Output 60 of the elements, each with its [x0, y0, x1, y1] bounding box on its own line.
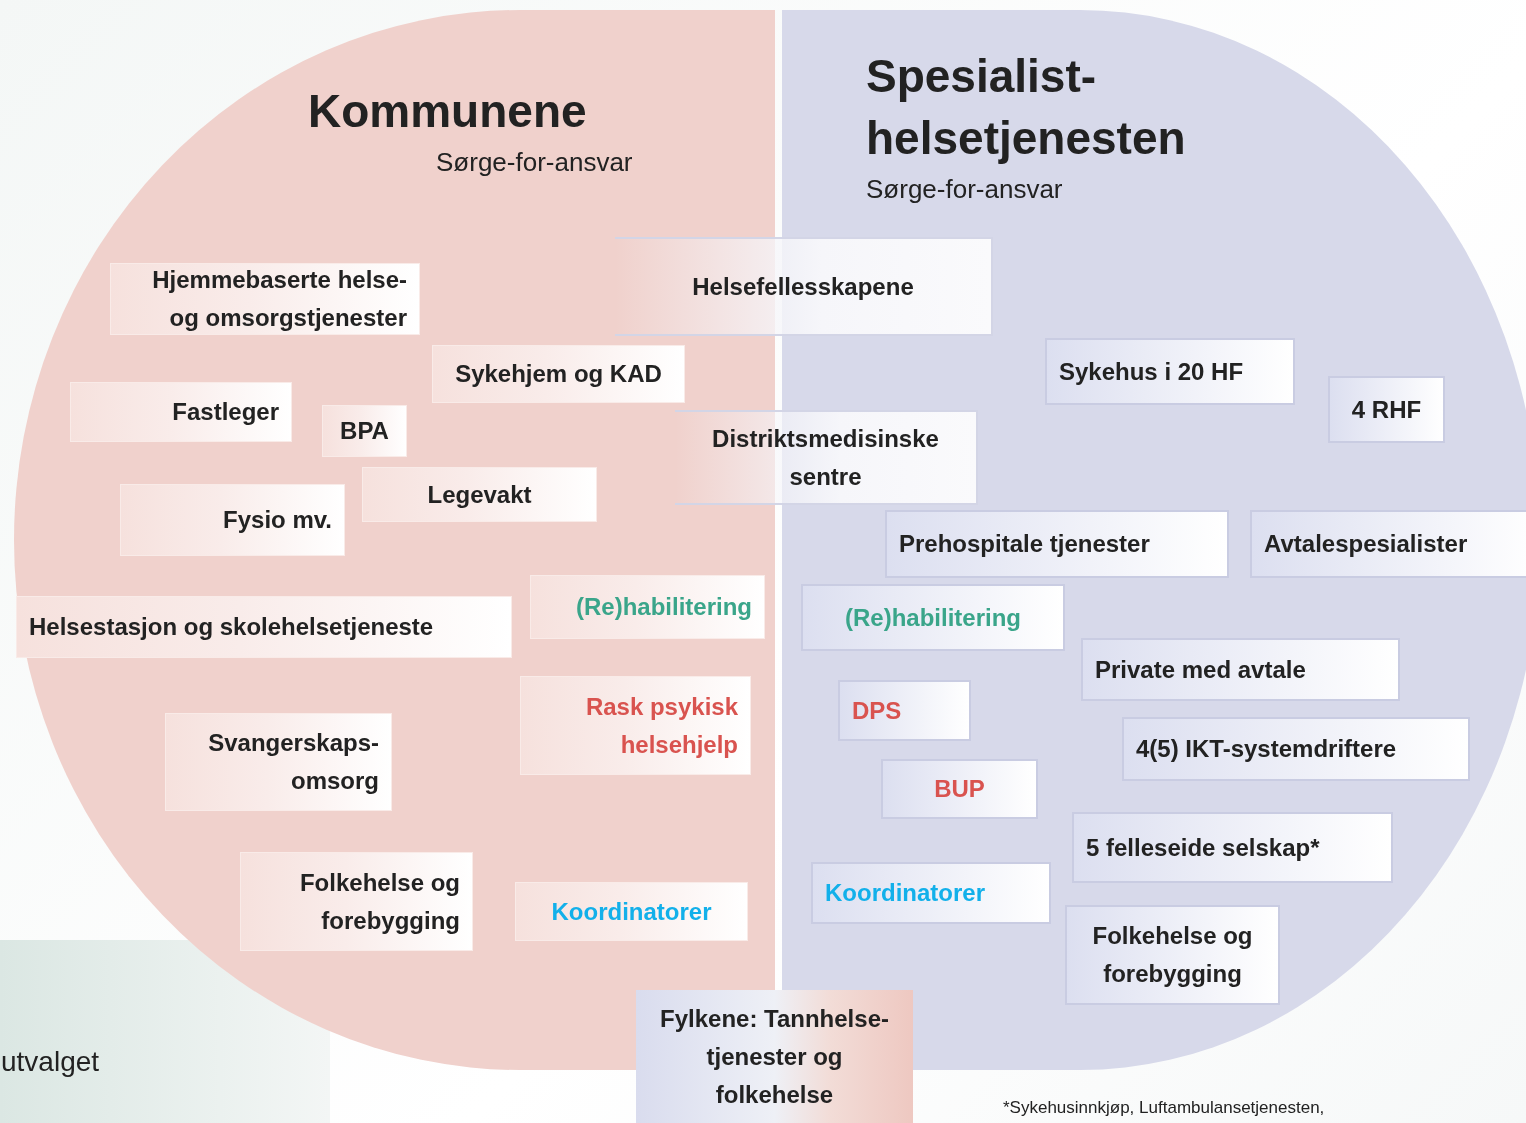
box-label: Folkehelse og forebygging [1091, 921, 1254, 989]
region-heading: Spesialist- helsetjenesten [866, 49, 1187, 166]
box-label: Helsestasjon og skolehelsetjeneste [29, 612, 434, 642]
box-label: 4(5) IKT-systemdriftere [1136, 734, 1397, 764]
service-box [1328, 376, 1445, 443]
box-label: Svangerskaps- omsorg [207, 728, 379, 796]
service-box [110, 263, 420, 335]
box-label: Fastleger [172, 397, 279, 427]
service-box [240, 852, 473, 951]
box-label: Fylkene: Tannhelse- tjenester og folkehelse [659, 1003, 890, 1110]
box-label: Sykehjem og KAD [455, 359, 662, 389]
service-box [515, 882, 748, 941]
box-label: (Re)habilitering [576, 592, 752, 622]
box-label: Distriktsmedisinske sentre [711, 423, 940, 492]
box-label: Rask psykisk helsehjelp [584, 691, 738, 760]
box-label: 4 RHF [1351, 394, 1422, 425]
box-label: Helsefellesskapene [692, 271, 914, 302]
service-box [885, 510, 1229, 578]
service-box [120, 484, 345, 556]
box-label: Prehospitale tjenester [899, 529, 1150, 559]
box-label: (Re)habilitering [845, 602, 1021, 633]
box-label: 5 felleseide selskap* [1086, 832, 1320, 863]
service-box [1122, 717, 1470, 781]
service-box [838, 680, 971, 741]
service-box [675, 410, 978, 505]
box-label: DPS [852, 695, 902, 726]
region-subtitle: Sørge-for-ansvar [866, 173, 1064, 206]
footnote: *Sykehusinnkjøp, Luftambulansetjenesten, [1003, 1098, 1326, 1118]
box-label: Fysio mv. [223, 505, 332, 535]
service-box [1250, 510, 1526, 578]
box-label: Avtalespesialister [1264, 529, 1468, 559]
region-heading: Kommunene [308, 84, 588, 139]
service-box [432, 345, 685, 403]
box-label: Hjemmebaserte helse- og omsorgstjenester [151, 265, 407, 333]
box-label: Koordinatorer [551, 896, 712, 927]
service-box [362, 467, 597, 522]
region-subtitle: Sørge-for-ansvar [436, 146, 634, 179]
box-label: Sykehus i 20 HF [1059, 356, 1244, 387]
box-label: Private med avtale [1095, 654, 1306, 685]
service-box [636, 990, 913, 1123]
service-box [70, 382, 292, 442]
box-label: BUP [934, 774, 985, 804]
service-box [165, 713, 392, 811]
side-text: utvalget [1, 1046, 101, 1078]
box-label: Legevakt [427, 479, 532, 510]
service-box [1045, 338, 1295, 405]
service-box [801, 584, 1065, 651]
service-box [811, 862, 1051, 924]
box-label: Koordinatorer [825, 878, 985, 908]
service-box [530, 575, 765, 639]
service-box [1081, 638, 1400, 701]
service-box [16, 596, 512, 658]
box-label: Folkehelse og forebygging [298, 867, 460, 936]
service-box [881, 759, 1038, 819]
box-label: BPA [340, 416, 389, 446]
service-box [520, 676, 751, 775]
service-box [322, 405, 407, 457]
service-box [1072, 812, 1393, 883]
service-box [1065, 905, 1280, 1005]
service-box [615, 237, 993, 336]
